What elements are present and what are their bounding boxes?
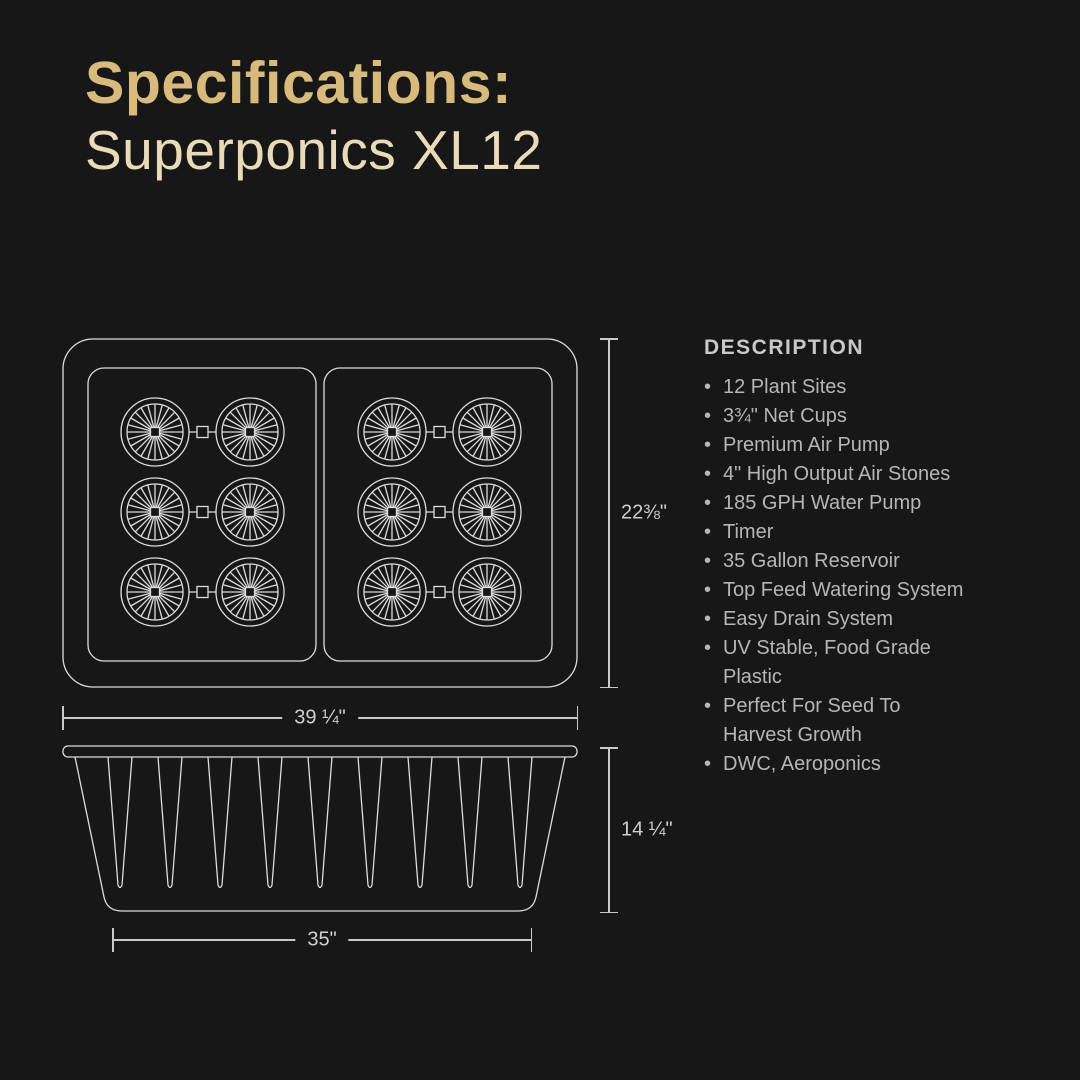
bullet: • xyxy=(704,695,712,717)
bullet: • xyxy=(704,637,712,659)
bullet: • xyxy=(704,521,712,543)
tub-outline xyxy=(62,338,578,688)
tray-right xyxy=(323,367,553,662)
list-item-text: Top Feed Watering System xyxy=(723,579,964,601)
list-item: • 35 Gallon Reservoir xyxy=(704,547,1020,576)
dimension-cap xyxy=(600,747,618,749)
list-item: • Easy Drain System xyxy=(704,605,1020,634)
title-block: Specifications: Superponics XL12 xyxy=(85,50,542,182)
dimension-label: 35" xyxy=(295,928,349,952)
list-item-text: 12 Plant Sites xyxy=(723,376,847,398)
dimension-cap xyxy=(576,706,578,730)
reservoir-body xyxy=(74,756,566,912)
list-item-text: UV Stable, Food Grade Plastic xyxy=(723,637,931,688)
bullet: • xyxy=(704,492,712,514)
bullet: • xyxy=(704,579,712,601)
cup-connectors xyxy=(189,425,453,599)
list-item-text: 3¾" Net Cups xyxy=(723,405,847,427)
list-item: • 3¾" Net Cups xyxy=(704,402,1020,431)
list-item-text: DWC, Aeroponics xyxy=(723,753,881,775)
description-heading: DESCRIPTION xyxy=(704,336,865,359)
list-item: • 12 Plant Sites xyxy=(704,373,1020,402)
bullet: • xyxy=(704,434,712,456)
dimension-cap xyxy=(600,338,618,340)
bullet: • xyxy=(704,463,712,485)
reservoir-ribs xyxy=(107,756,533,889)
side-view-diagram xyxy=(62,745,578,912)
dimension-top-width: 39 ¼" xyxy=(62,706,578,730)
dimension-cap xyxy=(600,911,618,913)
dimension-line xyxy=(608,747,610,913)
bullet: • xyxy=(704,550,712,572)
dimension-cap xyxy=(112,928,114,952)
net-cup-icons xyxy=(120,397,522,627)
bullet: • xyxy=(704,753,712,775)
tray-left xyxy=(87,367,317,662)
list-item-text: Easy Drain System xyxy=(723,608,894,630)
list-item: • Top Feed Watering System xyxy=(704,576,1020,605)
dimension-cap xyxy=(530,928,532,952)
top-view-diagram xyxy=(62,338,578,688)
dimension-top-height: 22⅜" xyxy=(598,338,667,688)
description-list: • 12 Plant Sites • 3¾" Net Cups • Premium A… xyxy=(704,373,1020,779)
reservoir-lip xyxy=(62,745,578,758)
dimension-label: 14 ¼" xyxy=(621,818,673,841)
bullet: • xyxy=(704,405,712,427)
list-item: • Premium Air Pump xyxy=(704,431,1020,460)
list-item-text: 35 Gallon Reservoir xyxy=(723,550,900,572)
list-item-text: Timer xyxy=(723,521,774,543)
bullet: • xyxy=(704,608,712,630)
list-item: • UV Stable, Food Grade Plastic xyxy=(704,634,1020,692)
dimension-line xyxy=(608,338,610,688)
dimension-label: 39 ¼" xyxy=(282,706,358,730)
dimension-side-height: 14 ¼" xyxy=(598,747,673,913)
list-item-text: Premium Air Pump xyxy=(723,434,890,456)
list-item: • 185 GPH Water Pump xyxy=(704,489,1020,518)
dimension-cap xyxy=(62,706,64,730)
list-item-text: 4" High Output Air Stones xyxy=(723,463,951,485)
dimension-cap xyxy=(600,686,618,688)
dimension-label: 22⅜" xyxy=(621,501,668,524)
list-item-text: 185 GPH Water Pump xyxy=(723,492,922,514)
list-item: • DWC, Aeroponics xyxy=(704,750,1020,779)
page-title: Specifications: xyxy=(85,50,513,116)
list-item: • Timer xyxy=(704,518,1020,547)
dimension-side-width: 35" xyxy=(112,928,532,952)
description-panel: DESCRIPTION • 12 Plant Sites • 3¾" Net Cup… xyxy=(704,336,1020,779)
product-name: Superponics XL12 xyxy=(85,119,543,182)
list-item: • 4" High Output Air Stones xyxy=(704,460,1020,489)
bullet: • xyxy=(704,376,712,398)
list-item-text: Perfect For Seed To Harvest Growth xyxy=(723,695,901,746)
list-item: • Perfect For Seed To Harvest Growth xyxy=(704,692,1020,750)
